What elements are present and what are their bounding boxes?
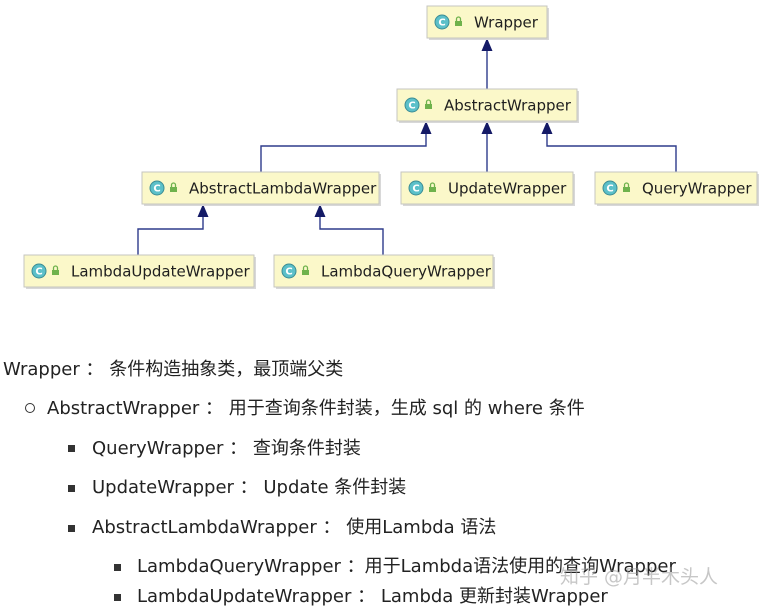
lock-shackle xyxy=(52,265,59,270)
lock-shackle xyxy=(623,182,630,187)
class-node-abstract-wrapper: C AbstractWrapper xyxy=(396,88,579,123)
lock-body xyxy=(455,21,462,26)
node-box xyxy=(273,254,494,288)
class-name-label: QueryWrapper xyxy=(642,180,752,198)
arrow-head xyxy=(481,38,493,51)
class-name-label: LambdaQueryWrapper xyxy=(321,263,492,281)
arrow-head xyxy=(197,204,209,217)
desc-lambda-update-wrapper: LambdaUpdateWrapper ： Lambda 更新封装Wrapper xyxy=(137,586,608,607)
class-icon-letter: C xyxy=(153,184,160,195)
lock-shackle xyxy=(302,265,309,270)
class-name-label: LambdaUpdateWrapper xyxy=(71,263,251,281)
lock-icon xyxy=(52,265,59,275)
bullet-circle xyxy=(25,403,35,413)
class-c-icon xyxy=(602,180,618,196)
arrow-head xyxy=(420,121,432,134)
class-c-icon xyxy=(404,97,420,113)
class-icon-letter: C xyxy=(408,101,415,112)
inheritance-edge xyxy=(137,216,204,255)
inheritance-edge xyxy=(546,133,677,172)
desc-abstract-wrapper: AbstractWrapper ： 用于查询条件封装，生成 sql 的 wher… xyxy=(47,398,585,419)
desc-abstract-lambda-wrapper: AbstractLambdaWrapper ： 使用Lambda 语法 xyxy=(92,517,497,538)
lock-body xyxy=(429,187,436,192)
lock-icon xyxy=(425,99,432,109)
class-icon-letter: C xyxy=(606,184,613,195)
class-node-update-wrapper: C UpdateWrapper xyxy=(400,171,575,206)
class-icon-letter: C xyxy=(35,267,42,278)
lock-body xyxy=(425,104,432,109)
lock-shackle xyxy=(170,182,177,187)
class-node-lambda-update-wrapper: C LambdaUpdateWrapper xyxy=(23,254,256,289)
lock-icon xyxy=(302,265,309,275)
lock-body xyxy=(302,270,309,275)
class-c-icon xyxy=(31,263,47,279)
node-box xyxy=(23,254,255,288)
class-c-icon xyxy=(408,180,424,196)
inheritance-edge xyxy=(319,216,384,255)
class-icon-letter: C xyxy=(412,184,419,195)
arrow-head xyxy=(481,121,493,134)
arrow-head xyxy=(541,121,553,134)
node-box xyxy=(594,171,758,205)
desc-lambda-query-wrapper: LambdaQueryWrapper ：用于Lambda语法使用的查询Wrapp… xyxy=(137,556,676,577)
class-c-icon xyxy=(281,263,297,279)
lock-body xyxy=(52,270,59,275)
class-c-icon xyxy=(149,180,165,196)
desc-wrapper: Wrapper ： 条件构造抽象类，最顶端父类 xyxy=(3,359,344,380)
class-c-icon xyxy=(434,14,450,30)
bullet-square xyxy=(68,525,75,532)
lock-shackle xyxy=(429,182,436,187)
lock-body xyxy=(623,187,630,192)
bullet-square xyxy=(68,445,75,452)
lock-icon xyxy=(170,182,177,192)
class-node-query-wrapper: C QueryWrapper xyxy=(594,171,759,206)
lock-body xyxy=(170,187,177,192)
lock-shackle xyxy=(425,99,432,104)
class-name-label: Wrapper xyxy=(474,14,539,32)
watermark: 知乎 @月半木头人 xyxy=(560,566,719,588)
bullet-square xyxy=(68,485,75,492)
desc-query-wrapper: QueryWrapper ： 查询条件封装 xyxy=(92,438,361,459)
lock-icon xyxy=(429,182,436,192)
class-name-label: AbstractWrapper xyxy=(444,97,572,115)
inheritance-edge xyxy=(260,133,427,172)
bullet-square xyxy=(114,594,121,601)
lock-icon xyxy=(623,182,630,192)
class-node-wrapper: C Wrapper xyxy=(426,5,549,40)
lock-icon xyxy=(455,16,462,26)
class-icon-letter: C xyxy=(285,267,292,278)
lock-shackle xyxy=(455,16,462,21)
class-name-label: UpdateWrapper xyxy=(448,180,567,198)
class-node-abstract-lambda-wrapper: C AbstractLambdaWrapper xyxy=(141,171,381,206)
bullet-square xyxy=(114,564,121,571)
class-name-label: AbstractLambdaWrapper xyxy=(189,180,377,198)
class-icon-letter: C xyxy=(438,18,445,29)
node-box xyxy=(141,171,380,205)
arrow-head xyxy=(314,204,326,217)
desc-update-wrapper: UpdateWrapper ： Update 条件封装 xyxy=(92,477,407,498)
class-node-lambda-query-wrapper: C LambdaQueryWrapper xyxy=(273,254,495,289)
